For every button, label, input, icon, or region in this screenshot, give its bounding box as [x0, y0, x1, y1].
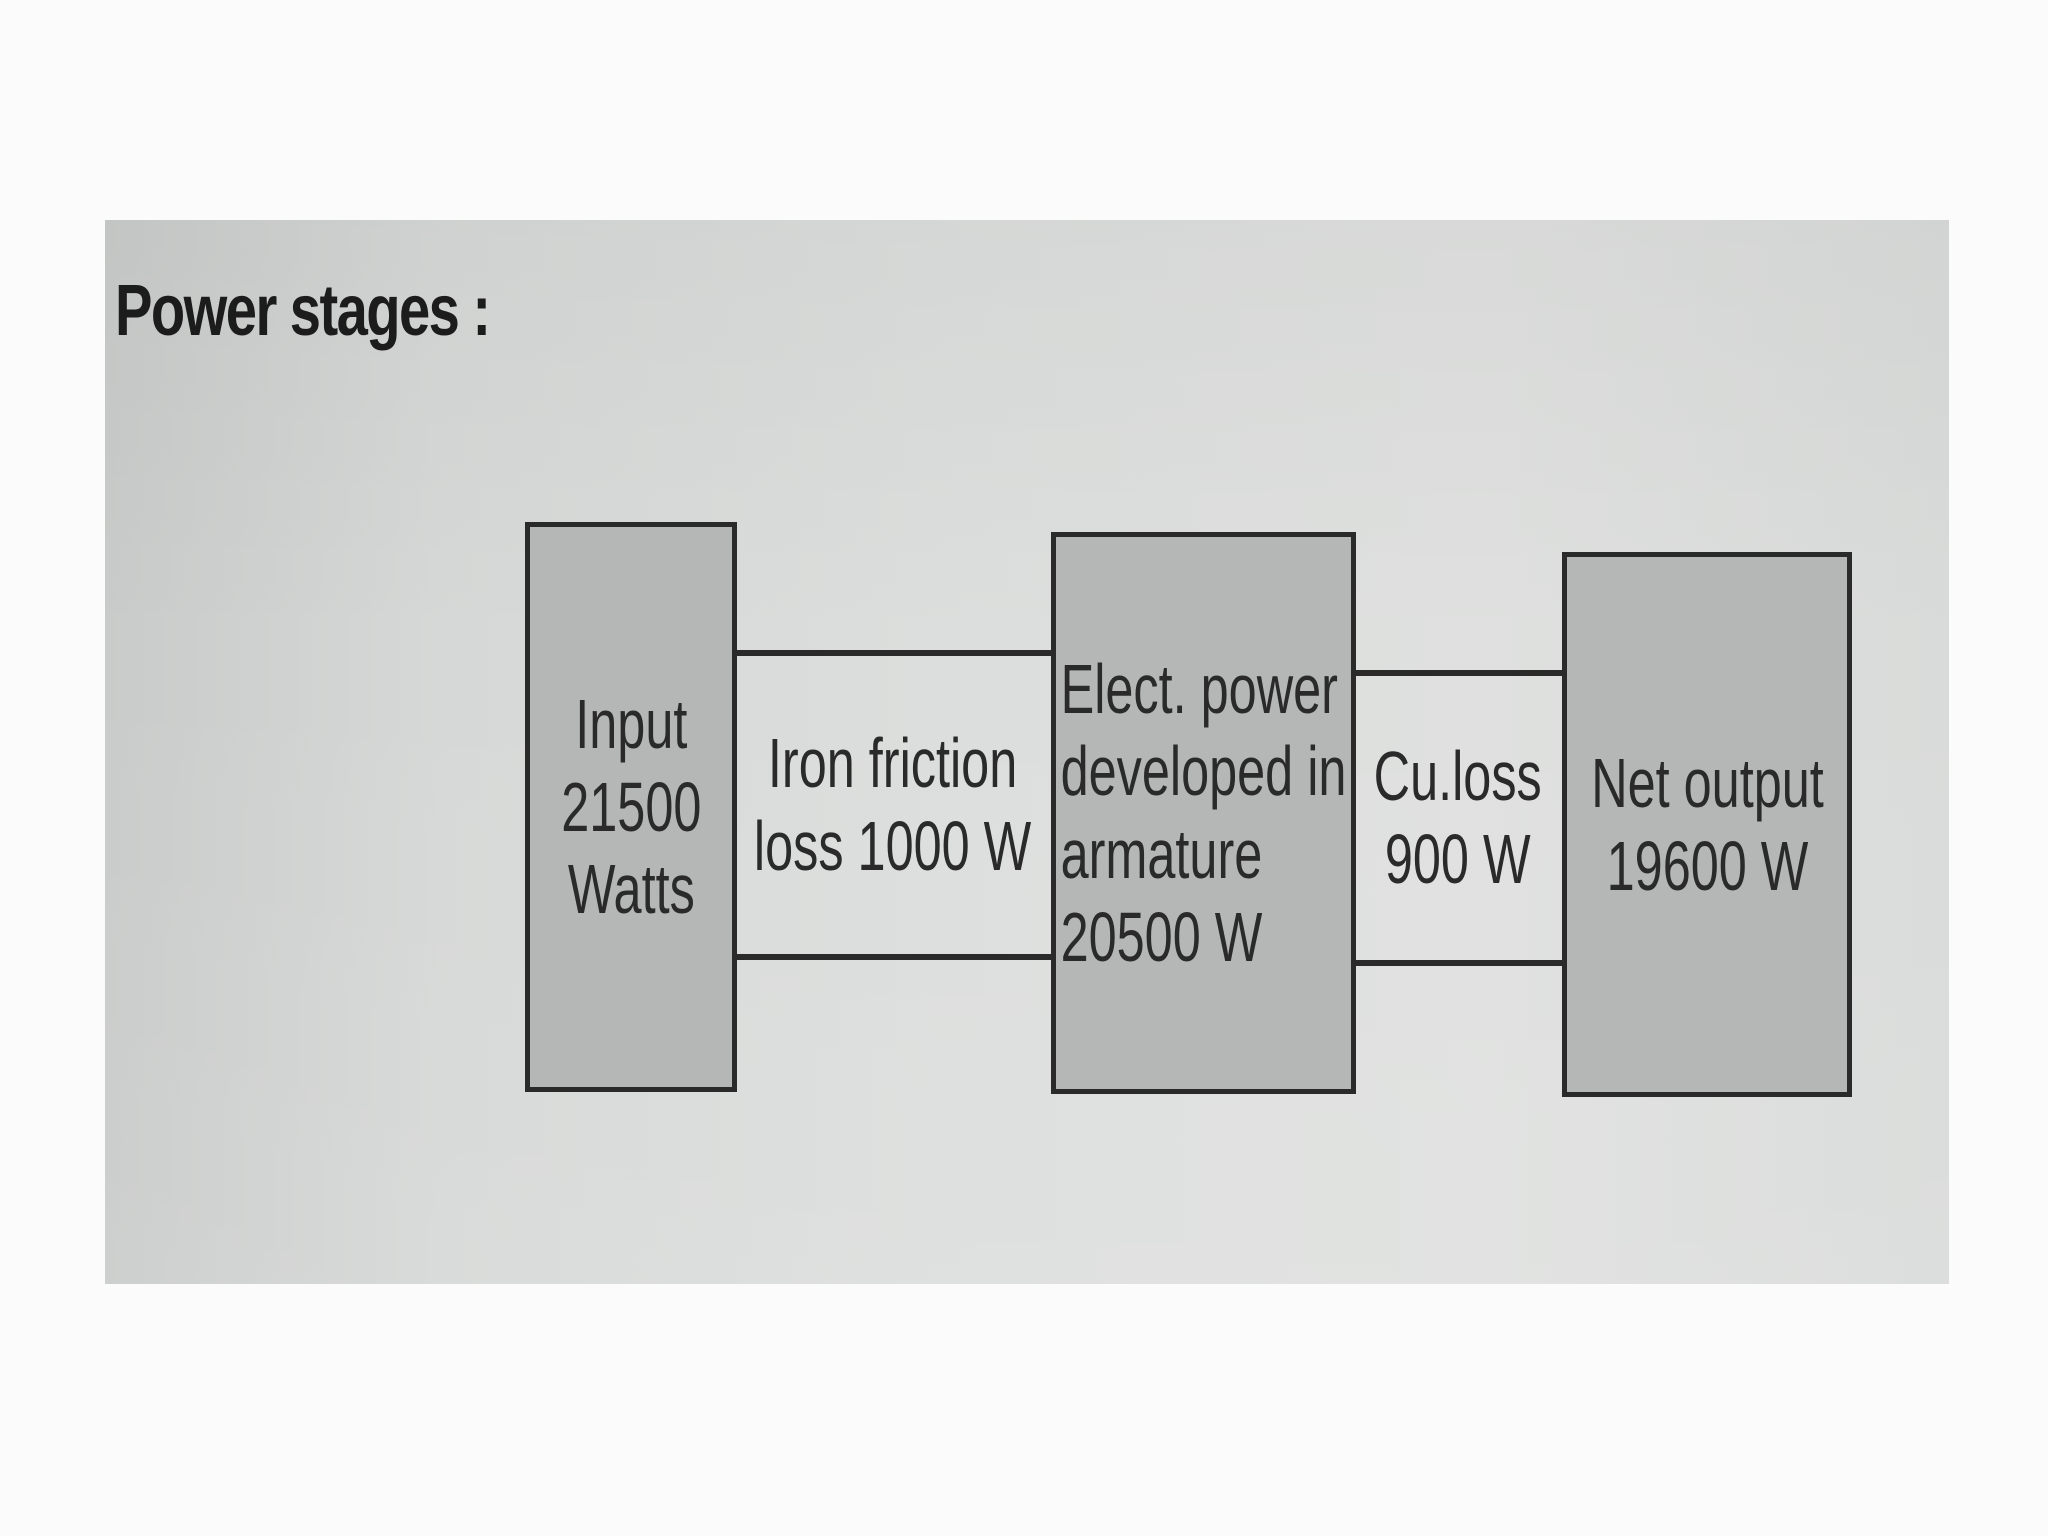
diagram-title: Power stages :	[115, 271, 491, 351]
input-label: Input 21500 Watts	[561, 683, 701, 931]
net-output-line-2: 19600 W	[1606, 826, 1808, 905]
net-output-box: Net output 19600 W	[1562, 552, 1852, 1097]
cu-loss-label: Cu.loss 900 W	[1374, 735, 1542, 900]
iron-friction-loss-connector: Iron friction loss 1000 W	[733, 650, 1053, 960]
input-line-1: Input	[574, 685, 688, 764]
net-output-line-1: Net output	[1590, 743, 1824, 822]
iron-friction-loss-line-1: Iron friction	[768, 724, 1018, 803]
armature-power-line-1: Elect. power	[1060, 649, 1338, 728]
input-line-3: Watts	[567, 850, 695, 929]
armature-power-label: Elect. power developed in armature 20500…	[1061, 648, 1347, 978]
armature-power-line-4: 20500 W	[1060, 897, 1263, 976]
armature-power-line-3: armature	[1060, 815, 1263, 893]
input-box: Input 21500 Watts	[525, 522, 737, 1092]
iron-friction-loss-label: Iron friction loss 1000 W	[754, 722, 1031, 887]
cu-loss-line-1: Cu.loss	[1373, 737, 1543, 816]
iron-friction-loss-line-2: loss 1000 W	[754, 807, 1032, 885]
armature-power-box: Elect. power developed in armature 20500…	[1051, 532, 1356, 1094]
cu-loss-connector: Cu.loss 900 W	[1352, 670, 1564, 966]
cu-loss-line-2: 900 W	[1385, 820, 1531, 898]
net-output-label: Net output 19600 W	[1591, 742, 1824, 907]
armature-power-line-2: developed in	[1060, 732, 1347, 811]
input-line-2: 21500	[560, 767, 702, 846]
